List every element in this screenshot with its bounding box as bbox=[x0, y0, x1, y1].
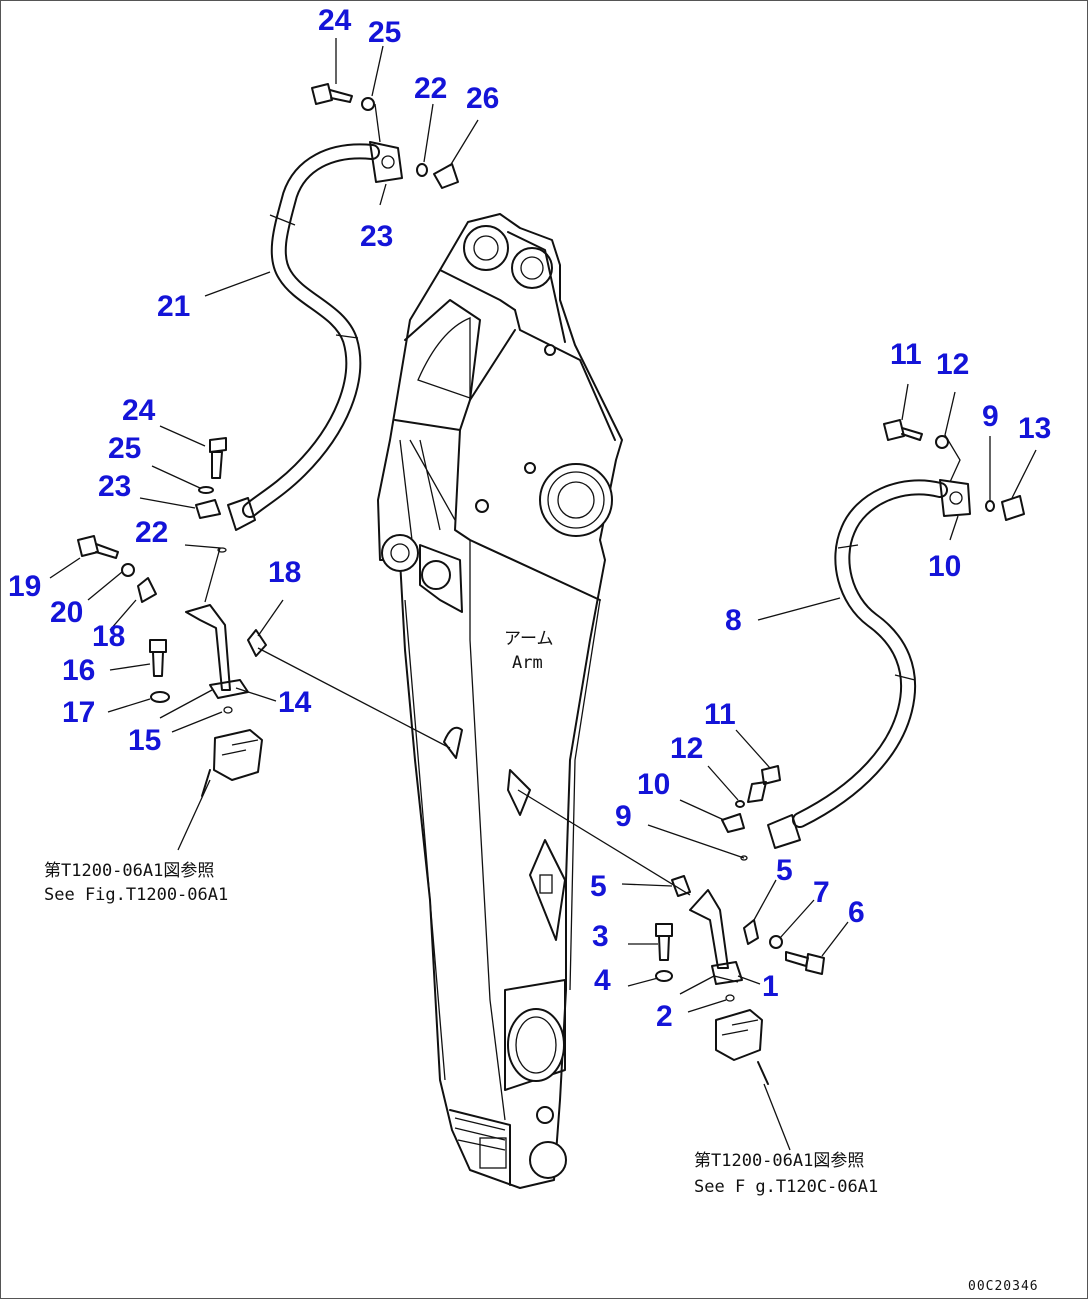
note-left-jp: 第T1200-06A1図参照 bbox=[44, 861, 214, 881]
callout-21: 21 bbox=[157, 290, 190, 323]
callout-13: 13 bbox=[1018, 412, 1051, 445]
callout-5-right: 5 bbox=[776, 854, 793, 887]
callout-22-mid: 22 bbox=[135, 516, 168, 549]
callout-23-top: 23 bbox=[360, 220, 393, 253]
callout-20: 20 bbox=[50, 596, 83, 629]
callout-14: 14 bbox=[278, 686, 312, 719]
callout-19: 19 bbox=[8, 570, 41, 603]
callout-12-low: 12 bbox=[670, 732, 703, 765]
callout-11-top: 11 bbox=[890, 338, 922, 371]
callout-1: 1 bbox=[762, 970, 779, 1003]
hose-21 bbox=[227, 141, 403, 531]
callout-26: 26 bbox=[466, 82, 499, 115]
callout-15: 15 bbox=[128, 724, 161, 757]
callout-4: 4 bbox=[594, 964, 611, 997]
callout-5-left: 5 bbox=[590, 870, 607, 903]
arm-label-en: Arm bbox=[512, 653, 543, 673]
callout-17: 17 bbox=[62, 696, 95, 729]
callout-23-mid: 23 bbox=[98, 470, 131, 503]
callout-11-low: 11 bbox=[704, 698, 736, 731]
callout-7: 7 bbox=[813, 876, 830, 909]
left-fittings bbox=[77, 83, 459, 797]
hose-8 bbox=[767, 479, 971, 849]
callout-9-top: 9 bbox=[982, 400, 999, 433]
callout-18-left: 18 bbox=[92, 620, 125, 653]
note-left-en: See Fig.T1200-06A1 bbox=[44, 885, 228, 905]
callout-3: 3 bbox=[592, 920, 609, 953]
note-right-jp: 第T1200-06A1図参照 bbox=[694, 1151, 864, 1171]
callout-8: 8 bbox=[725, 604, 742, 637]
callout-24-top: 24 bbox=[318, 4, 352, 37]
note-right-en: See F g.T120C-06A1 bbox=[694, 1177, 878, 1197]
callout-6: 6 bbox=[848, 896, 865, 929]
callout-25-top: 25 bbox=[368, 16, 401, 49]
callout-16: 16 bbox=[62, 654, 95, 687]
callout-24-mid: 24 bbox=[122, 394, 156, 427]
callout-12-top: 12 bbox=[936, 348, 969, 381]
callout-2: 2 bbox=[656, 1000, 673, 1033]
callout-9-low: 9 bbox=[615, 800, 632, 833]
arm-body bbox=[377, 213, 623, 1189]
arm-label-jp: アーム bbox=[504, 629, 553, 649]
right-fittings bbox=[655, 419, 1025, 1085]
callout-22-top: 22 bbox=[414, 72, 447, 105]
callout-10-top: 10 bbox=[928, 550, 961, 583]
callout-25-mid: 25 bbox=[108, 432, 141, 465]
drawing-code: 00C20346 bbox=[968, 1279, 1039, 1294]
callout-10-low: 10 bbox=[637, 768, 670, 801]
callout-18-right: 18 bbox=[268, 556, 301, 589]
leader-lines bbox=[49, 38, 1037, 1151]
